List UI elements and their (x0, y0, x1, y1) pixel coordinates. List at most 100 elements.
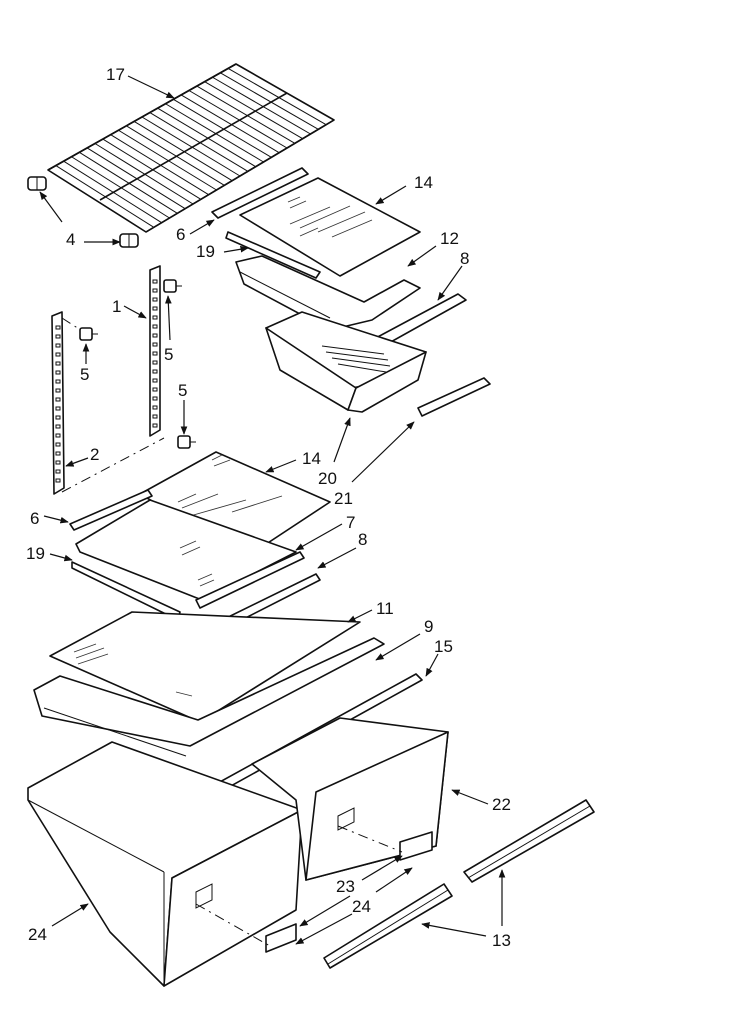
ladder-slot (55, 343, 61, 348)
callout-20: 20 (318, 469, 337, 488)
wire-rod (235, 63, 335, 121)
wire-rod (227, 67, 327, 126)
callout-22: 22 (492, 795, 511, 814)
ladder-slot (55, 334, 61, 339)
callout-15: 15 (434, 637, 453, 656)
middle-rear-trim-7 (195, 551, 305, 609)
wire-rod (165, 103, 264, 163)
callout-13: 13 (492, 931, 511, 950)
callout-12: 12 (440, 229, 459, 248)
ladder-slot (55, 352, 61, 357)
wire-rod (188, 90, 288, 149)
ladder-slot (55, 415, 61, 420)
callout-6-mid: 6 (30, 509, 39, 528)
ladder-slot (152, 288, 158, 293)
upper-shelf-frame (235, 255, 421, 331)
ladder-slot (55, 478, 61, 483)
callout-5-c: 5 (178, 381, 187, 400)
leader-lines (39, 75, 506, 945)
wire-rod (79, 151, 178, 214)
wire-shelf (47, 63, 335, 233)
ladder-slot (55, 379, 61, 384)
upper-front-trim (211, 167, 309, 219)
callout-19-mid: 19 (26, 544, 45, 563)
ladder-slot (152, 306, 158, 311)
meat-pan (265, 311, 427, 413)
callout-labels: 17 14 6 4 19 12 8 1 5 5 5 2 14 20 21 6 7… (26, 65, 511, 950)
wire-rod (149, 112, 249, 172)
ladder-slot (152, 324, 158, 329)
wire-rod (220, 72, 319, 130)
upper-trim-21 (417, 377, 491, 417)
callout-4: 4 (66, 230, 75, 249)
wire-rod (157, 107, 256, 168)
ladder-slot (152, 369, 158, 374)
middle-front-trim-6 (69, 489, 153, 531)
wire-rod (94, 143, 194, 205)
ladder-slot (152, 360, 158, 365)
ladder-slot (152, 414, 158, 419)
shelf-support-right (119, 233, 139, 248)
callout-11: 11 (376, 599, 394, 618)
wire-rod (126, 125, 225, 186)
callout-14-mid: 14 (302, 449, 321, 468)
wire-rod (173, 98, 272, 158)
callout-19-top: 19 (196, 242, 215, 261)
ladder-slot (152, 351, 158, 356)
wire-rod (118, 129, 217, 191)
ladder-slot (152, 315, 158, 320)
shelf-ladder-left (51, 311, 65, 495)
wire-rod (141, 116, 241, 177)
middle-shelf-assembly (69, 451, 331, 633)
callout-6-top: 6 (176, 225, 185, 244)
callout-5-a: 5 (164, 345, 173, 364)
callout-21: 21 (334, 489, 353, 508)
ladder-slot (152, 378, 158, 383)
wire-rod (212, 76, 311, 135)
wire-rod (110, 134, 209, 196)
ladder-slot (152, 297, 158, 302)
ladder-slot (55, 361, 61, 366)
ladder-slot (152, 387, 158, 392)
upper-shelf-assembly (211, 167, 491, 417)
drawer-trim-13-right (463, 799, 595, 883)
screw-2 (163, 279, 182, 293)
wire-rod (86, 147, 186, 210)
ladder-slot (55, 433, 61, 438)
wire-rod (204, 81, 303, 140)
callout-7: 7 (346, 513, 355, 532)
ladder-slot (55, 370, 61, 375)
wire-rod (133, 120, 233, 182)
screw-1 (79, 327, 98, 341)
crisper-cover-frame-9 (33, 637, 385, 747)
ladder-slot (55, 424, 61, 429)
drawer-alignment-line (195, 903, 271, 947)
ladder-slot (55, 397, 61, 402)
callout-9: 9 (424, 617, 433, 636)
ladder-slot (55, 388, 61, 393)
ladder-slot (152, 342, 158, 347)
crisper-cover-glass-11 (49, 611, 361, 723)
callout-24-left: 24 (28, 925, 47, 944)
ladder-slot (55, 406, 61, 411)
callout-2: 2 (90, 445, 99, 464)
wire-rod (102, 138, 202, 200)
shelf-ladder-right (149, 265, 161, 437)
wire-rod (180, 94, 280, 154)
callout-8-mid: 8 (358, 530, 367, 549)
ladder-slot (152, 333, 158, 338)
ladder-slot (55, 451, 61, 456)
ladder-slot (55, 469, 61, 474)
ladder-slot (55, 325, 61, 330)
ladder-slot (152, 423, 158, 428)
callout-17: 17 (106, 65, 125, 84)
callout-8-top: 8 (460, 249, 469, 268)
wire-rod (47, 169, 147, 233)
wire-rod (196, 85, 296, 144)
shelf-support-left (27, 176, 47, 191)
ladder-slot (55, 442, 61, 447)
callout-23: 23 (336, 877, 355, 896)
ladder-slot (55, 460, 61, 465)
ladder-slot (152, 279, 158, 284)
